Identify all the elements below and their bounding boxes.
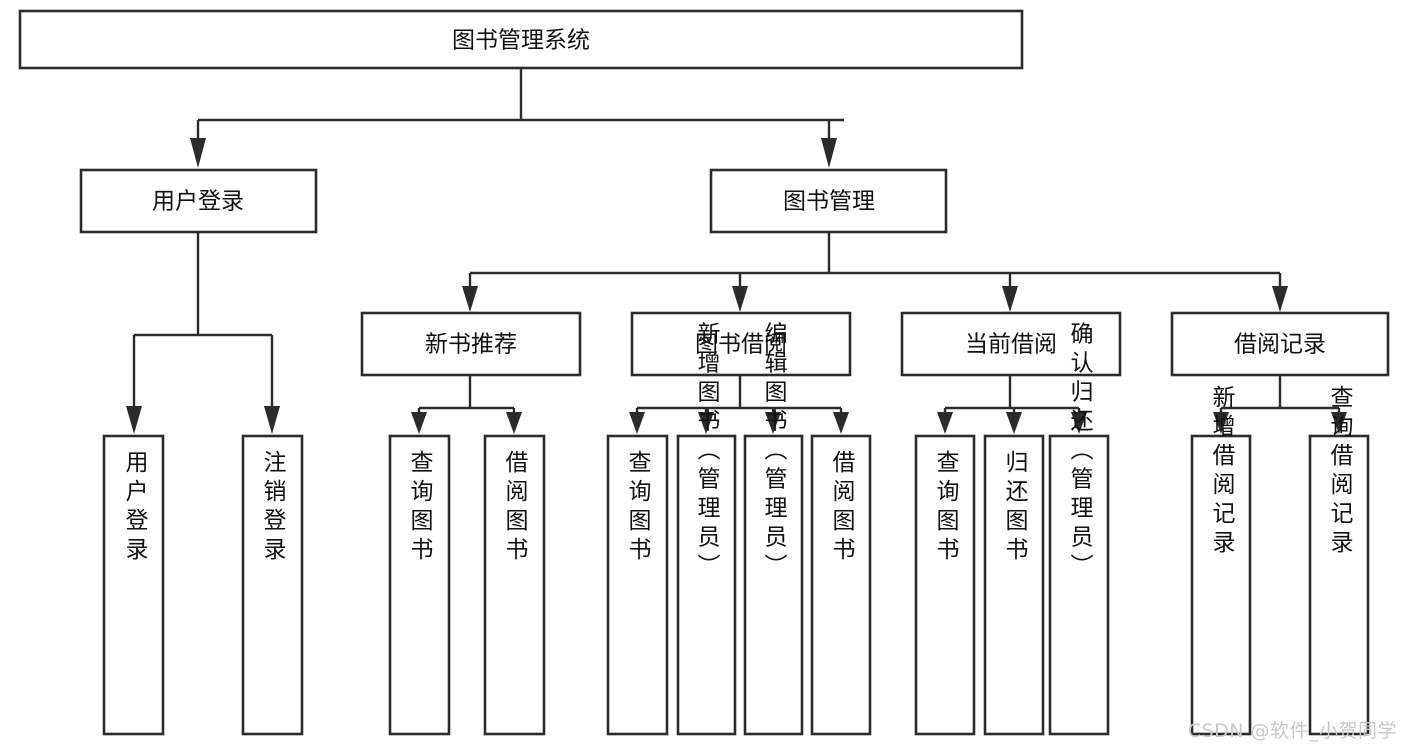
- node-user-login-box[interactable]: [79, 168, 318, 234]
- connector-group-record: [1213, 375, 1347, 434]
- node-leaf-user-login-label: 用户登录: [121, 450, 149, 566]
- node-leaf-current-return-box[interactable]: [983, 434, 1045, 736]
- node-leaf-borrow-query[interactable]: 查询图书: [606, 434, 669, 736]
- arrow-login-d2: [264, 406, 280, 434]
- arrow-re-d1: [1213, 412, 1229, 434]
- node-user-login-label: 用户登录: [152, 189, 244, 215]
- node-current-borrow-box[interactable]: [900, 311, 1122, 377]
- node-new-book-recommend-box[interactable]: [360, 311, 582, 377]
- node-leaf-newbook-borrow-label: 借阅图书: [501, 450, 529, 566]
- node-leaf-borrow-edit[interactable]: 编辑图书（管理员）: [743, 322, 804, 736]
- arrow-bm-borrow: [732, 286, 748, 312]
- connector-group-borrow: [629, 375, 849, 434]
- arrow-nb-d1: [411, 412, 427, 434]
- node-current-borrow[interactable]: 当前借阅: [900, 311, 1122, 377]
- node-leaf-borrow-edit-box[interactable]: [743, 434, 804, 736]
- arrow-to-bookmgmt: [821, 138, 837, 168]
- node-current-borrow-label: 当前借阅: [965, 332, 1057, 358]
- node-book-management-label: 图书管理: [783, 189, 875, 215]
- arrow-bo-d1: [629, 412, 645, 434]
- node-leaf-borrow-do-label: 借阅图书: [828, 450, 856, 566]
- connector-group-bookmgmt: [462, 232, 1288, 312]
- connector-group-root: [190, 68, 844, 168]
- node-leaf-current-query[interactable]: 查询图书: [914, 434, 976, 736]
- node-leaf-user-login[interactable]: 用户登录: [102, 434, 165, 736]
- node-leaf-current-query-box[interactable]: [914, 434, 976, 736]
- connector-group-newbook: [411, 375, 522, 434]
- node-leaf-current-confirm-label: 确认归还（管理员）: [1066, 322, 1094, 583]
- node-leaf-record-query[interactable]: 查询借阅记录: [1308, 385, 1370, 736]
- node-leaf-record-add[interactable]: 新增借阅记录: [1190, 385, 1252, 736]
- node-leaf-record-add-box[interactable]: [1190, 434, 1252, 736]
- node-book-borrow-label: 图书借阅: [695, 332, 787, 358]
- arrow-bm-record: [1272, 286, 1288, 312]
- node-root[interactable]: 图书管理系统: [18, 9, 1024, 70]
- arrow-bm-newbook: [462, 286, 478, 312]
- arrow-to-login: [190, 138, 206, 168]
- node-leaf-logout[interactable]: 注销登录: [241, 434, 304, 736]
- node-leaf-record-query-box[interactable]: [1308, 434, 1370, 736]
- node-leaf-record-add-label: 新增借阅记录: [1208, 385, 1236, 559]
- node-borrow-record-box[interactable]: [1170, 311, 1390, 377]
- arrow-re-d2: [1331, 412, 1347, 434]
- node-borrow-record[interactable]: 借阅记录: [1170, 311, 1390, 377]
- arrow-cu-d1: [937, 412, 953, 434]
- node-new-book-recommend-label: 新书推荐: [425, 332, 517, 358]
- node-leaf-borrow-query-box[interactable]: [606, 434, 669, 736]
- node-leaf-current-return-label: 归还图书: [1001, 450, 1029, 566]
- node-leaf-current-confirm[interactable]: 确认归还（管理员）: [1048, 322, 1110, 736]
- node-leaf-newbook-query[interactable]: 查询图书: [388, 434, 451, 736]
- node-leaf-logout-label: 注销登录: [259, 450, 287, 566]
- node-leaf-borrow-do[interactable]: 借阅图书: [810, 434, 872, 736]
- arrow-cu-d2: [1006, 412, 1022, 434]
- node-leaf-borrow-query-label: 查询图书: [624, 450, 652, 566]
- node-leaf-newbook-query-label: 查询图书: [406, 450, 434, 566]
- node-leaf-newbook-query-box[interactable]: [388, 434, 451, 736]
- arrow-bm-current: [1002, 286, 1018, 312]
- arrow-bo-d2: [698, 412, 714, 434]
- arrow-login-d1: [126, 406, 142, 434]
- arrow-bo-d3: [765, 412, 781, 434]
- node-leaf-current-confirm-box[interactable]: [1048, 434, 1110, 736]
- node-leaf-borrow-add-label: 新增图书（管理员）: [693, 322, 721, 583]
- node-root-box[interactable]: [18, 9, 1024, 70]
- node-book-management-box[interactable]: [709, 168, 948, 234]
- csdn-watermark: CSDN @软件_小贺同学: [1187, 720, 1397, 742]
- connector-group-current: [937, 375, 1087, 434]
- node-root-label: 图书管理系统: [452, 28, 590, 54]
- node-book-borrow[interactable]: 图书借阅: [630, 311, 852, 377]
- node-leaf-borrow-add-box[interactable]: [676, 434, 737, 736]
- node-leaf-user-login-box[interactable]: [102, 434, 165, 736]
- node-book-management[interactable]: 图书管理: [709, 168, 948, 234]
- node-leaf-current-return[interactable]: 归还图书: [983, 434, 1045, 736]
- arrow-bo-d4: [833, 412, 849, 434]
- connector-group-login: [126, 232, 280, 434]
- node-new-book-recommend[interactable]: 新书推荐: [360, 311, 582, 377]
- node-leaf-borrow-add[interactable]: 新增图书（管理员）: [676, 322, 737, 736]
- node-leaf-current-query-label: 查询图书: [932, 450, 960, 566]
- node-leaf-borrow-edit-label: 编辑图书（管理员）: [760, 322, 788, 583]
- arrow-nb-d2: [506, 412, 522, 434]
- node-leaf-record-query-label: 查询借阅记录: [1326, 385, 1354, 559]
- node-leaf-logout-box[interactable]: [241, 434, 304, 736]
- node-leaf-borrow-do-box[interactable]: [810, 434, 872, 736]
- arrow-cu-d3: [1071, 412, 1087, 434]
- node-book-borrow-box[interactable]: [630, 311, 852, 377]
- node-leaf-newbook-borrow[interactable]: 借阅图书: [483, 434, 546, 736]
- node-borrow-record-label: 借阅记录: [1234, 332, 1326, 358]
- node-user-login[interactable]: 用户登录: [79, 168, 318, 234]
- node-leaf-newbook-borrow-box[interactable]: [483, 434, 546, 736]
